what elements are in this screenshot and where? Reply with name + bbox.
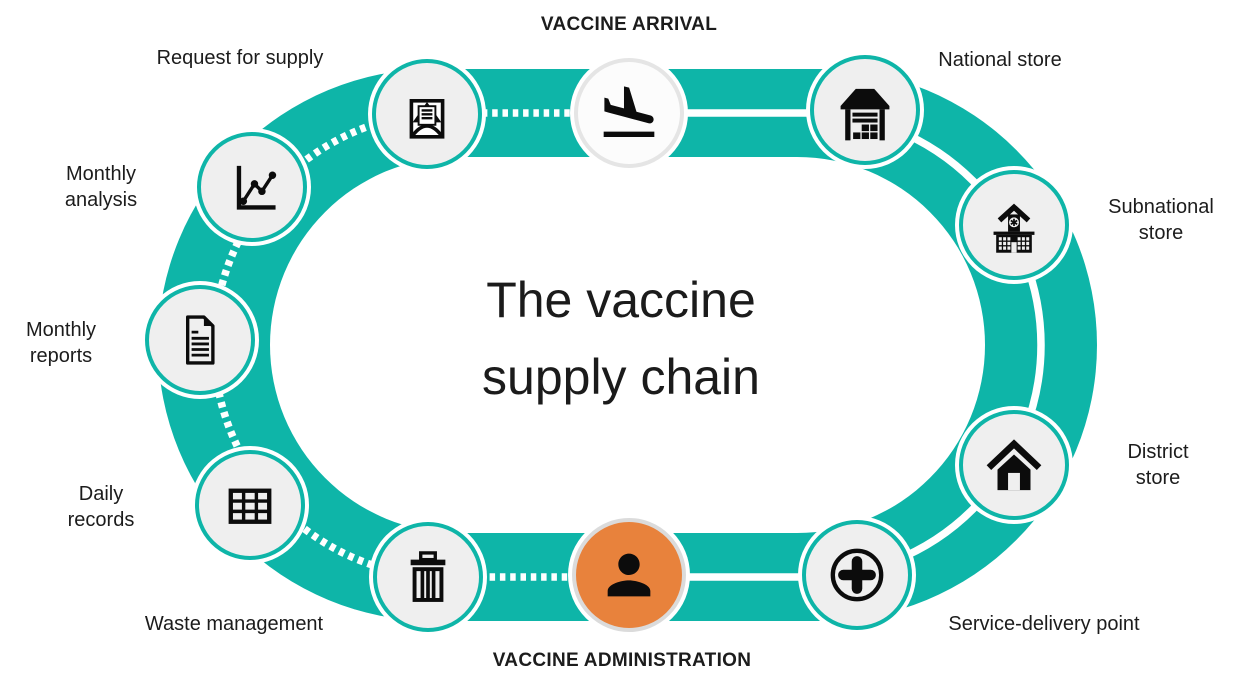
label-daily-records: Daily records [67, 483, 135, 531]
trash-can-icon [410, 551, 446, 602]
ring-hole [270, 157, 985, 533]
node-monthly-analysis [197, 132, 307, 242]
label-monthly-analysis: Monthly analysis [64, 163, 138, 211]
node-service-delivery-point [802, 520, 912, 630]
label-vaccine-arrival: VACCINE ARRIVAL [540, 14, 718, 35]
node-subnational-store [959, 170, 1069, 280]
node-district-store [959, 410, 1069, 520]
label-national-store: National store [938, 49, 1062, 71]
node-monthly-reports [145, 285, 255, 395]
label-district-store: District store [1127, 441, 1189, 489]
node-national-store [810, 55, 920, 165]
node-vaccine-arrival [574, 58, 684, 168]
label-waste-management: Waste management [144, 613, 324, 635]
person-icon [607, 553, 651, 597]
label-service-delivery-point: Service-delivery point [948, 613, 1140, 635]
house-icon [986, 439, 1042, 491]
label-subnational-store: Subnational store [1108, 196, 1214, 244]
warehouse-icon [840, 88, 890, 141]
plane-landing-icon [603, 86, 655, 137]
node-daily-records [195, 450, 305, 560]
label-request-for-supply: Request for supply [156, 47, 324, 69]
document-icon [186, 315, 215, 365]
line-chart-icon [236, 165, 277, 210]
diagram-title: The vaccine supply chain [482, 272, 760, 405]
node-vaccine-administration [572, 518, 686, 632]
label-vaccine-administration: VACCINE ADMINISTRATION [492, 650, 752, 671]
supply-flow-line-solid [629, 109, 1045, 581]
hospital-building-icon [993, 203, 1035, 253]
label-monthly-reports: Monthly reports [25, 319, 97, 367]
open-envelope-icon [409, 99, 445, 139]
table-grid-icon [228, 488, 272, 524]
node-request-for-supply [372, 59, 482, 169]
medical-cross-circle-icon [830, 548, 884, 602]
node-waste-management [373, 522, 483, 632]
